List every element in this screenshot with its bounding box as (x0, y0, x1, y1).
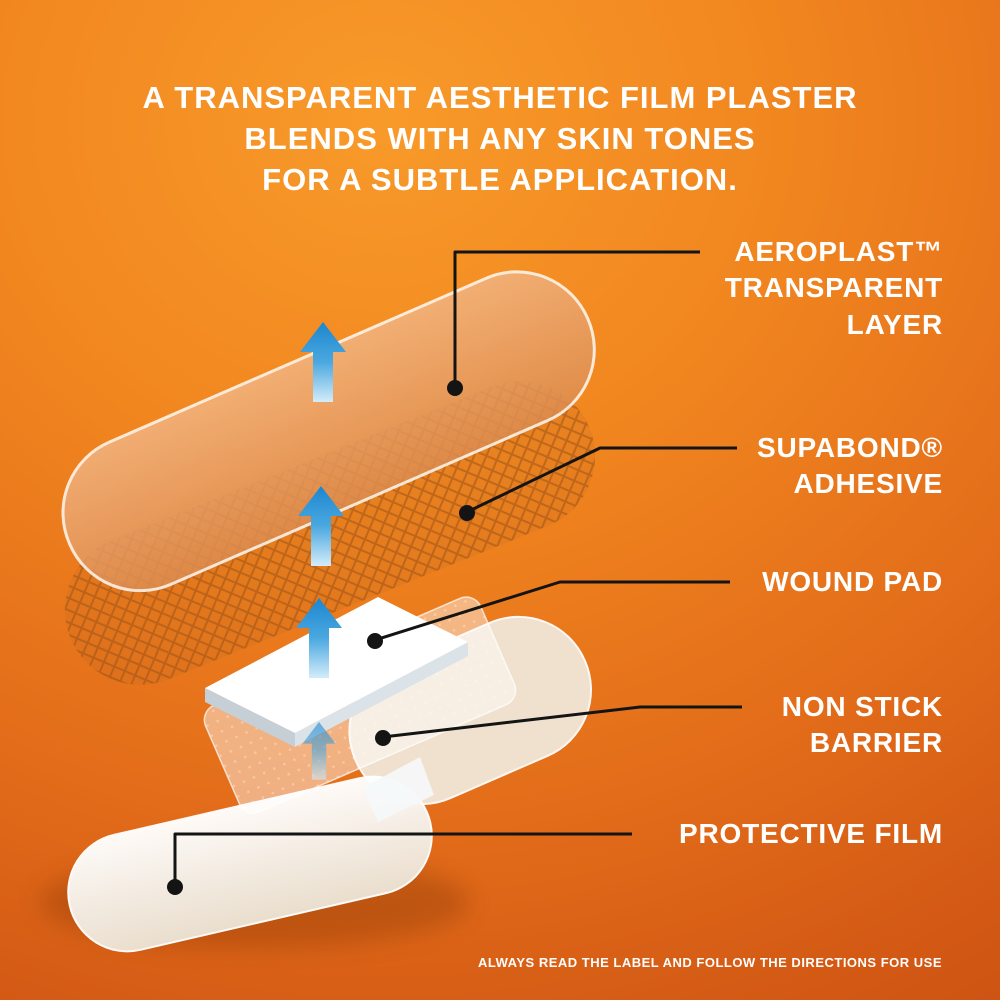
leader-dot-aeroplast (447, 380, 463, 396)
callout-line: PROTECTIVE FILM (679, 818, 943, 849)
leader-dot-protective (167, 879, 183, 895)
callout-line: WOUND PAD (762, 566, 943, 597)
transparent-layer-shape (61, 270, 596, 593)
up-arrow-icon (298, 486, 344, 566)
leader-line-protective (173, 832, 632, 886)
leader-line-woundpad (374, 580, 730, 642)
leader-line-nonstick (382, 705, 742, 739)
up-arrow-icon (302, 722, 336, 780)
callout-aeroplast-transparent-layer: AEROPLAST™ TRANSPARENT LAYER (725, 234, 943, 343)
up-arrow-icon (300, 322, 346, 402)
leader-dot-woundpad (367, 633, 383, 649)
callout-line: ADHESIVE (793, 468, 943, 500)
headline-line-3: FOR A SUBTLE APPLICATION. (262, 161, 738, 197)
leader-dot-supabond (459, 505, 475, 521)
protective-film-shape (67, 775, 433, 953)
leader-line-aeroplast (453, 250, 700, 386)
headline: A TRANSPARENT AESTHETIC FILM PLASTER BLE… (0, 78, 1000, 201)
leader-dots (167, 380, 475, 895)
callout-supabond-adhesive: SUPABOND® ADHESIVE (757, 430, 943, 503)
up-arrow-icon (296, 598, 342, 678)
disclaimer-text: ALWAYS READ THE LABEL AND FOLLOW THE DIR… (478, 955, 942, 970)
callout-line: SUPABOND® (757, 432, 943, 463)
leader-line-supabond (466, 446, 737, 514)
callout-line: BARRIER (809, 727, 943, 759)
callout-wound-pad: WOUND PAD (762, 564, 943, 600)
callout-line: LAYER (846, 308, 943, 340)
leader-lines (173, 250, 742, 886)
headline-line-1: A TRANSPARENT AESTHETIC FILM PLASTER (142, 80, 858, 115)
headline-line-2: BLENDS WITH ANY SKIN TONES (244, 120, 756, 156)
film-fold-flap (362, 757, 434, 822)
up-arrow-icons (296, 322, 346, 780)
callout-line: AEROPLAST™ (734, 236, 943, 267)
callout-line: TRANSPARENT (724, 272, 943, 304)
leader-dot-nonstick (375, 730, 391, 746)
callout-protective-film: PROTECTIVE FILM (679, 816, 943, 852)
callout-non-stick-barrier: NON STICK BARRIER (782, 689, 943, 762)
callout-line: NON STICK (781, 691, 943, 722)
